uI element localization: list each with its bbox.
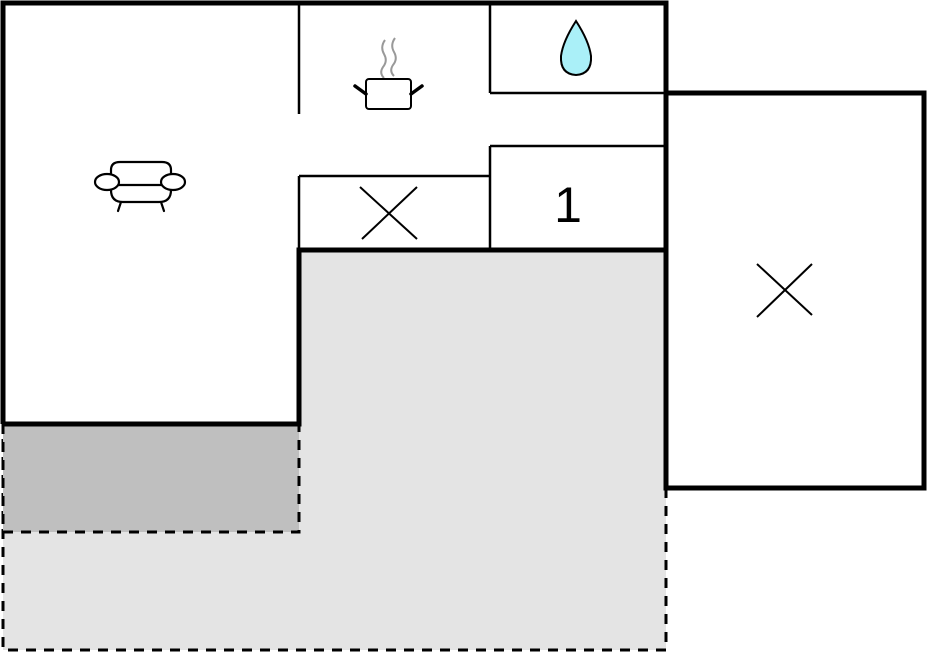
cross-mark-icon: [359, 186, 418, 240]
cross-mark-icon: [756, 263, 813, 318]
interior-walls: [297, 3, 666, 250]
covered-terrace: [1, 424, 301, 534]
bedroom-number-label: 1: [554, 177, 582, 233]
water-drop-icon: [559, 19, 593, 77]
sofa-icon: [93, 160, 187, 213]
main-building: [3, 3, 666, 424]
cooking-pot-icon: [353, 37, 424, 110]
annex-room: [663, 90, 927, 491]
open-terrace: [1, 250, 668, 652]
exterior-walls: [0, 0, 669, 427]
